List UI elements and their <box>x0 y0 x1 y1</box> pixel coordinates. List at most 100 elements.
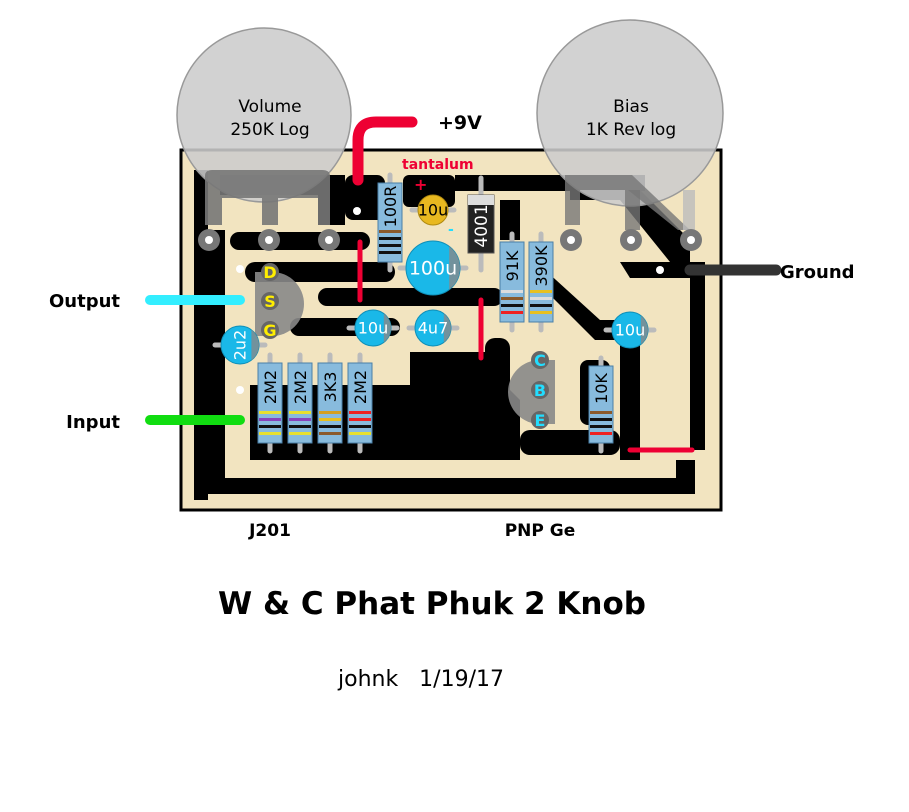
author-date: johnk 1/19/17 <box>337 667 504 692</box>
hole <box>627 236 635 244</box>
page-title: W & C Phat Phuk 2 Knob <box>218 586 646 622</box>
resistor-label: 3K3 <box>321 372 340 403</box>
resistor-91k[interactable]: 91K <box>499 231 525 333</box>
resistor-label: 91K <box>503 250 522 281</box>
pot-bias-lug-right <box>683 190 695 230</box>
jfet-j201[interactable]: D S G <box>255 263 304 340</box>
resistor-band <box>590 432 612 435</box>
resistor-band <box>289 425 311 428</box>
capacitor-body <box>417 194 449 226</box>
resistor-band <box>289 432 311 435</box>
pnp-pin-c <box>531 351 549 369</box>
resistor-band <box>349 411 371 414</box>
capacitor-10u-electrolytic[interactable]: 10u <box>346 309 400 347</box>
resistor-body <box>287 362 313 444</box>
resistor-label: 10K <box>592 373 611 404</box>
resistor-band <box>379 230 401 233</box>
resistor-band <box>501 311 523 314</box>
resistor-band <box>319 425 341 428</box>
pot-bias-lug-mid <box>625 190 640 230</box>
capacitor-polarity-stripe <box>640 315 648 345</box>
resistor-body <box>347 362 373 444</box>
resistor-band <box>259 411 281 414</box>
capacitor-polarity-stripe <box>383 313 391 343</box>
hole <box>567 236 575 244</box>
capacitor-10u-tantalum[interactable]: 10u <box>409 194 457 226</box>
resistor-band <box>501 297 523 300</box>
capacitor-label: 10u <box>418 201 449 220</box>
resistor-10k[interactable]: 10K <box>588 355 614 454</box>
resistor-2m2[interactable]: 2M2 <box>347 352 373 454</box>
resistor-100r[interactable]: 100R <box>377 172 403 273</box>
tantalum-label: tantalum <box>402 157 474 173</box>
capacitor-4u7-electrolytic[interactable]: 4u7 <box>406 309 460 347</box>
resistor-band <box>259 432 281 435</box>
jfet-body <box>255 272 304 336</box>
jfet-pin-d-label: D <box>263 263 276 282</box>
resistor-body <box>588 365 614 444</box>
resistor-label: 100R <box>381 186 400 228</box>
capacitor-label: 4u7 <box>418 319 449 338</box>
resistor-band <box>590 425 612 428</box>
resistor-band <box>530 290 552 293</box>
hole <box>687 236 695 244</box>
resistor-band <box>349 418 371 421</box>
resistor-label: 390K <box>532 245 551 287</box>
resistor-band <box>349 432 371 435</box>
resistor-2m2[interactable]: 2M2 <box>287 352 313 454</box>
capacitor-100u-electrolytic[interactable]: 100u <box>397 240 469 296</box>
tantalum-plus-label: + <box>414 175 427 194</box>
resistor-band <box>379 251 401 254</box>
transistor-pnp-ge[interactable]: C B E <box>508 351 555 430</box>
capacitor-polarity-stripe <box>443 313 452 343</box>
capacitor-label: 10u <box>615 321 646 340</box>
resistor-band <box>590 418 612 421</box>
capacitor-polarity-stripe <box>449 246 460 290</box>
resistor-band <box>501 304 523 307</box>
wire-9v[interactable] <box>352 116 418 186</box>
diode-1n4001[interactable]: 4001 <box>467 175 495 273</box>
resistor-label: 2M2 <box>351 370 370 404</box>
pads <box>236 207 664 394</box>
resistor-3k3[interactable]: 3K3 <box>317 352 343 454</box>
wire-output-label: Output <box>49 291 120 312</box>
resistor-band <box>501 290 523 293</box>
jfet-pin-s-label: S <box>264 292 276 311</box>
jfet-pin-d <box>261 263 279 281</box>
pnp-pin-b <box>531 381 549 399</box>
tantalum-minus-label: - <box>448 222 454 238</box>
wire-input-label: Input <box>66 412 120 433</box>
capacitor-polarity-stripe <box>251 329 259 361</box>
pot-bias-name: Bias <box>613 97 649 117</box>
pnp-pin-b-label: B <box>534 381 546 400</box>
hole <box>205 236 213 244</box>
resistor-390k[interactable]: 390K <box>528 231 554 333</box>
resistor-band <box>349 425 371 428</box>
jfet-pin-g <box>261 321 279 339</box>
resistor-body <box>257 362 283 444</box>
capacitor-body <box>611 311 649 349</box>
resistor-2m2[interactable]: 2M2 <box>257 352 283 454</box>
pnp-label: PNP Ge <box>505 521 576 541</box>
pot-volume[interactable]: Volume 250K Log <box>176 27 352 251</box>
capacitor-10u-electrolytic[interactable]: 10u <box>603 311 657 349</box>
hole <box>265 236 273 244</box>
jumpers <box>357 239 695 453</box>
resistor-band <box>379 237 401 240</box>
capacitor-label: 100u <box>409 258 457 280</box>
resistors: 100R 91K 390K 2M2 2M2 3K3 2M2 10K <box>257 172 614 454</box>
resistor-band <box>319 418 341 421</box>
resistor-band <box>530 311 552 314</box>
resistor-band <box>379 244 401 247</box>
hole <box>325 236 333 244</box>
jfet-pin-s <box>261 292 279 310</box>
capacitor-2u2-electrolytic[interactable]: 2u2 <box>212 325 268 365</box>
diode-cathode-band <box>468 195 494 205</box>
pot-volume-lugs <box>205 170 330 225</box>
capacitor-label: 10u <box>358 319 389 338</box>
pot-volume-value: 250K Log <box>230 120 309 140</box>
resistor-band <box>319 432 341 435</box>
resistor-body <box>528 241 554 323</box>
pot-bias[interactable]: Bias 1K Rev log <box>536 19 724 251</box>
resistor-label: 2M2 <box>291 370 310 404</box>
